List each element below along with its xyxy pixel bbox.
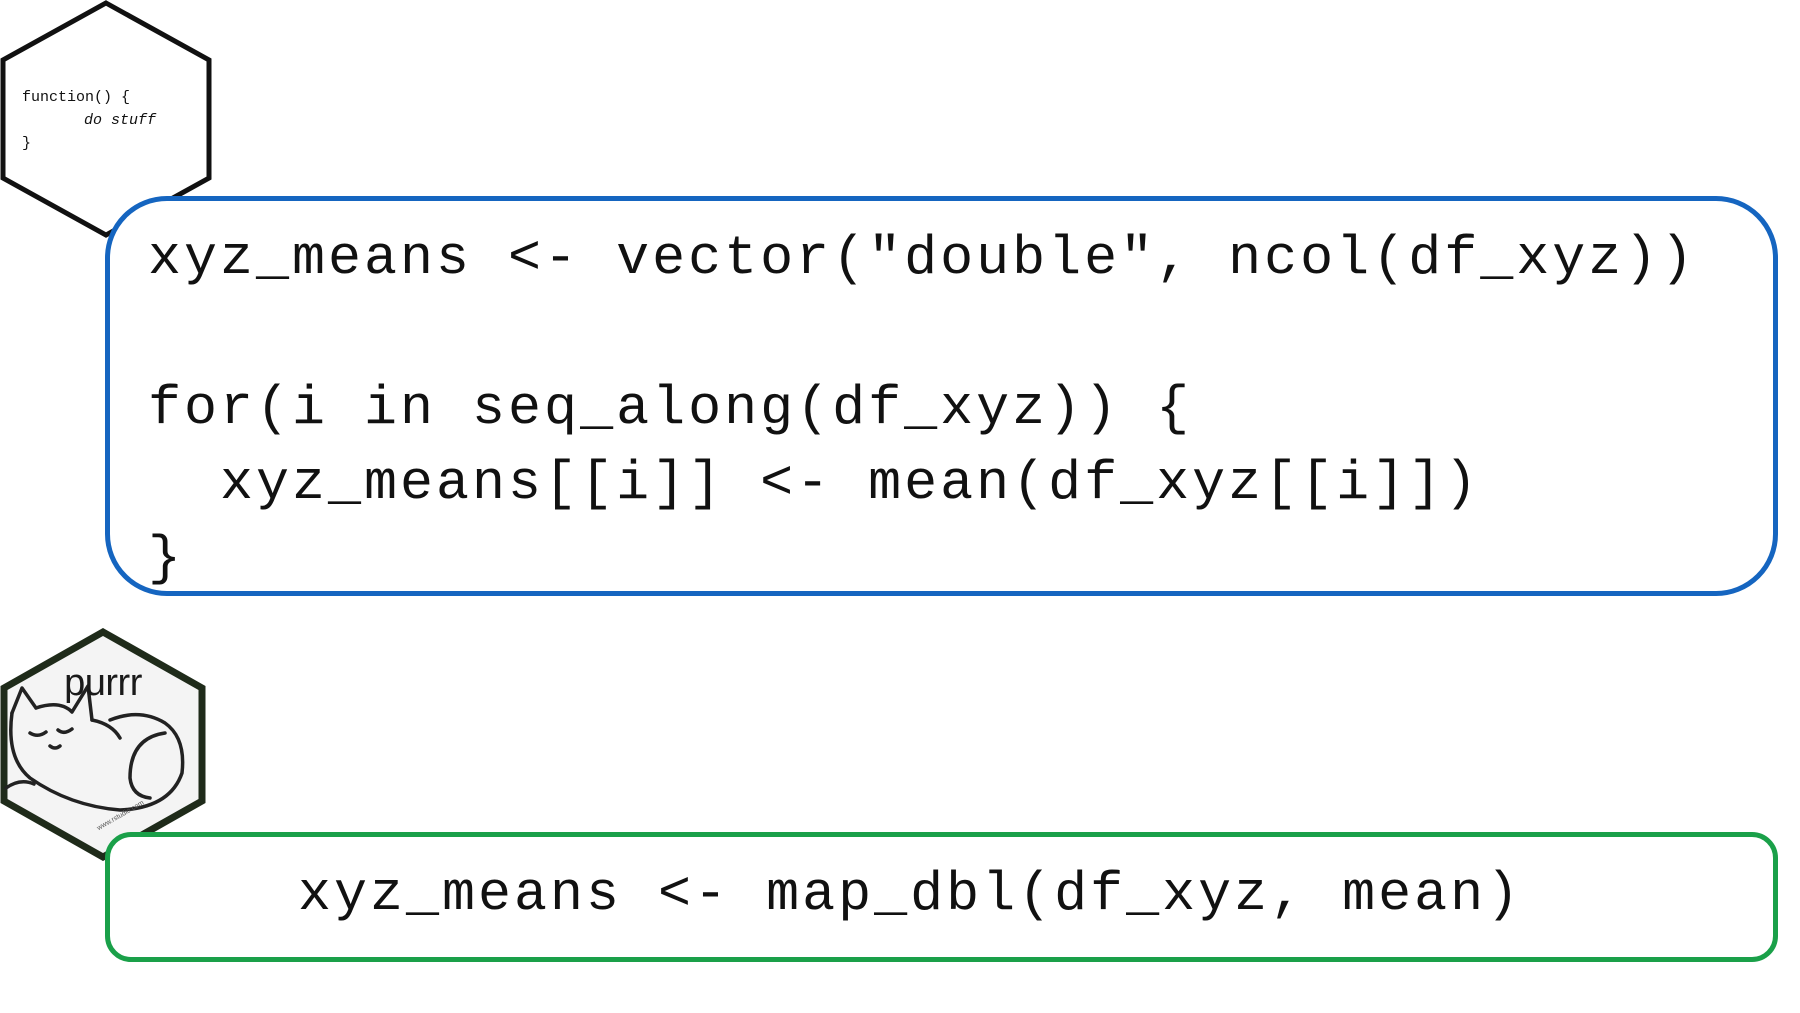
loop-code-line-1: xyz_means <- vector("double", ncol(df_xy… (148, 227, 1697, 290)
loop-code-line-2: for(i in seq_along(df_xyz)) { (148, 377, 1193, 440)
purrr-hexagon-icon (0, 628, 206, 861)
for-loop-code-box: xyz_means <- vector("double", ncol(df_xy… (105, 196, 1778, 596)
loop-code-line-4: } (148, 527, 185, 590)
purrr-hex-sticker: purrr www.rstudio.com (0, 628, 206, 861)
purrr-hex-label: purrr (64, 662, 142, 704)
sleeping-cat-icon (4, 684, 185, 812)
function-hex-line-1: function() { (22, 89, 131, 106)
function-hex-line-2: do stuff (84, 112, 157, 129)
function-hex-code: function() { do stuff} (22, 86, 156, 155)
loop-code-line-3: xyz_means[[i]] <- mean(df_xyz[[i]]) (148, 452, 1481, 515)
function-hex-line-3: } (22, 135, 32, 152)
function-hex-sticker: function() { do stuff} (0, 0, 212, 238)
hexagon-icon (0, 0, 212, 238)
map-dbl-code-box: xyz_means <- map_dbl(df_xyz, mean) (105, 832, 1778, 962)
map-code-line: xyz_means <- map_dbl(df_xyz, mean) (298, 863, 1523, 926)
